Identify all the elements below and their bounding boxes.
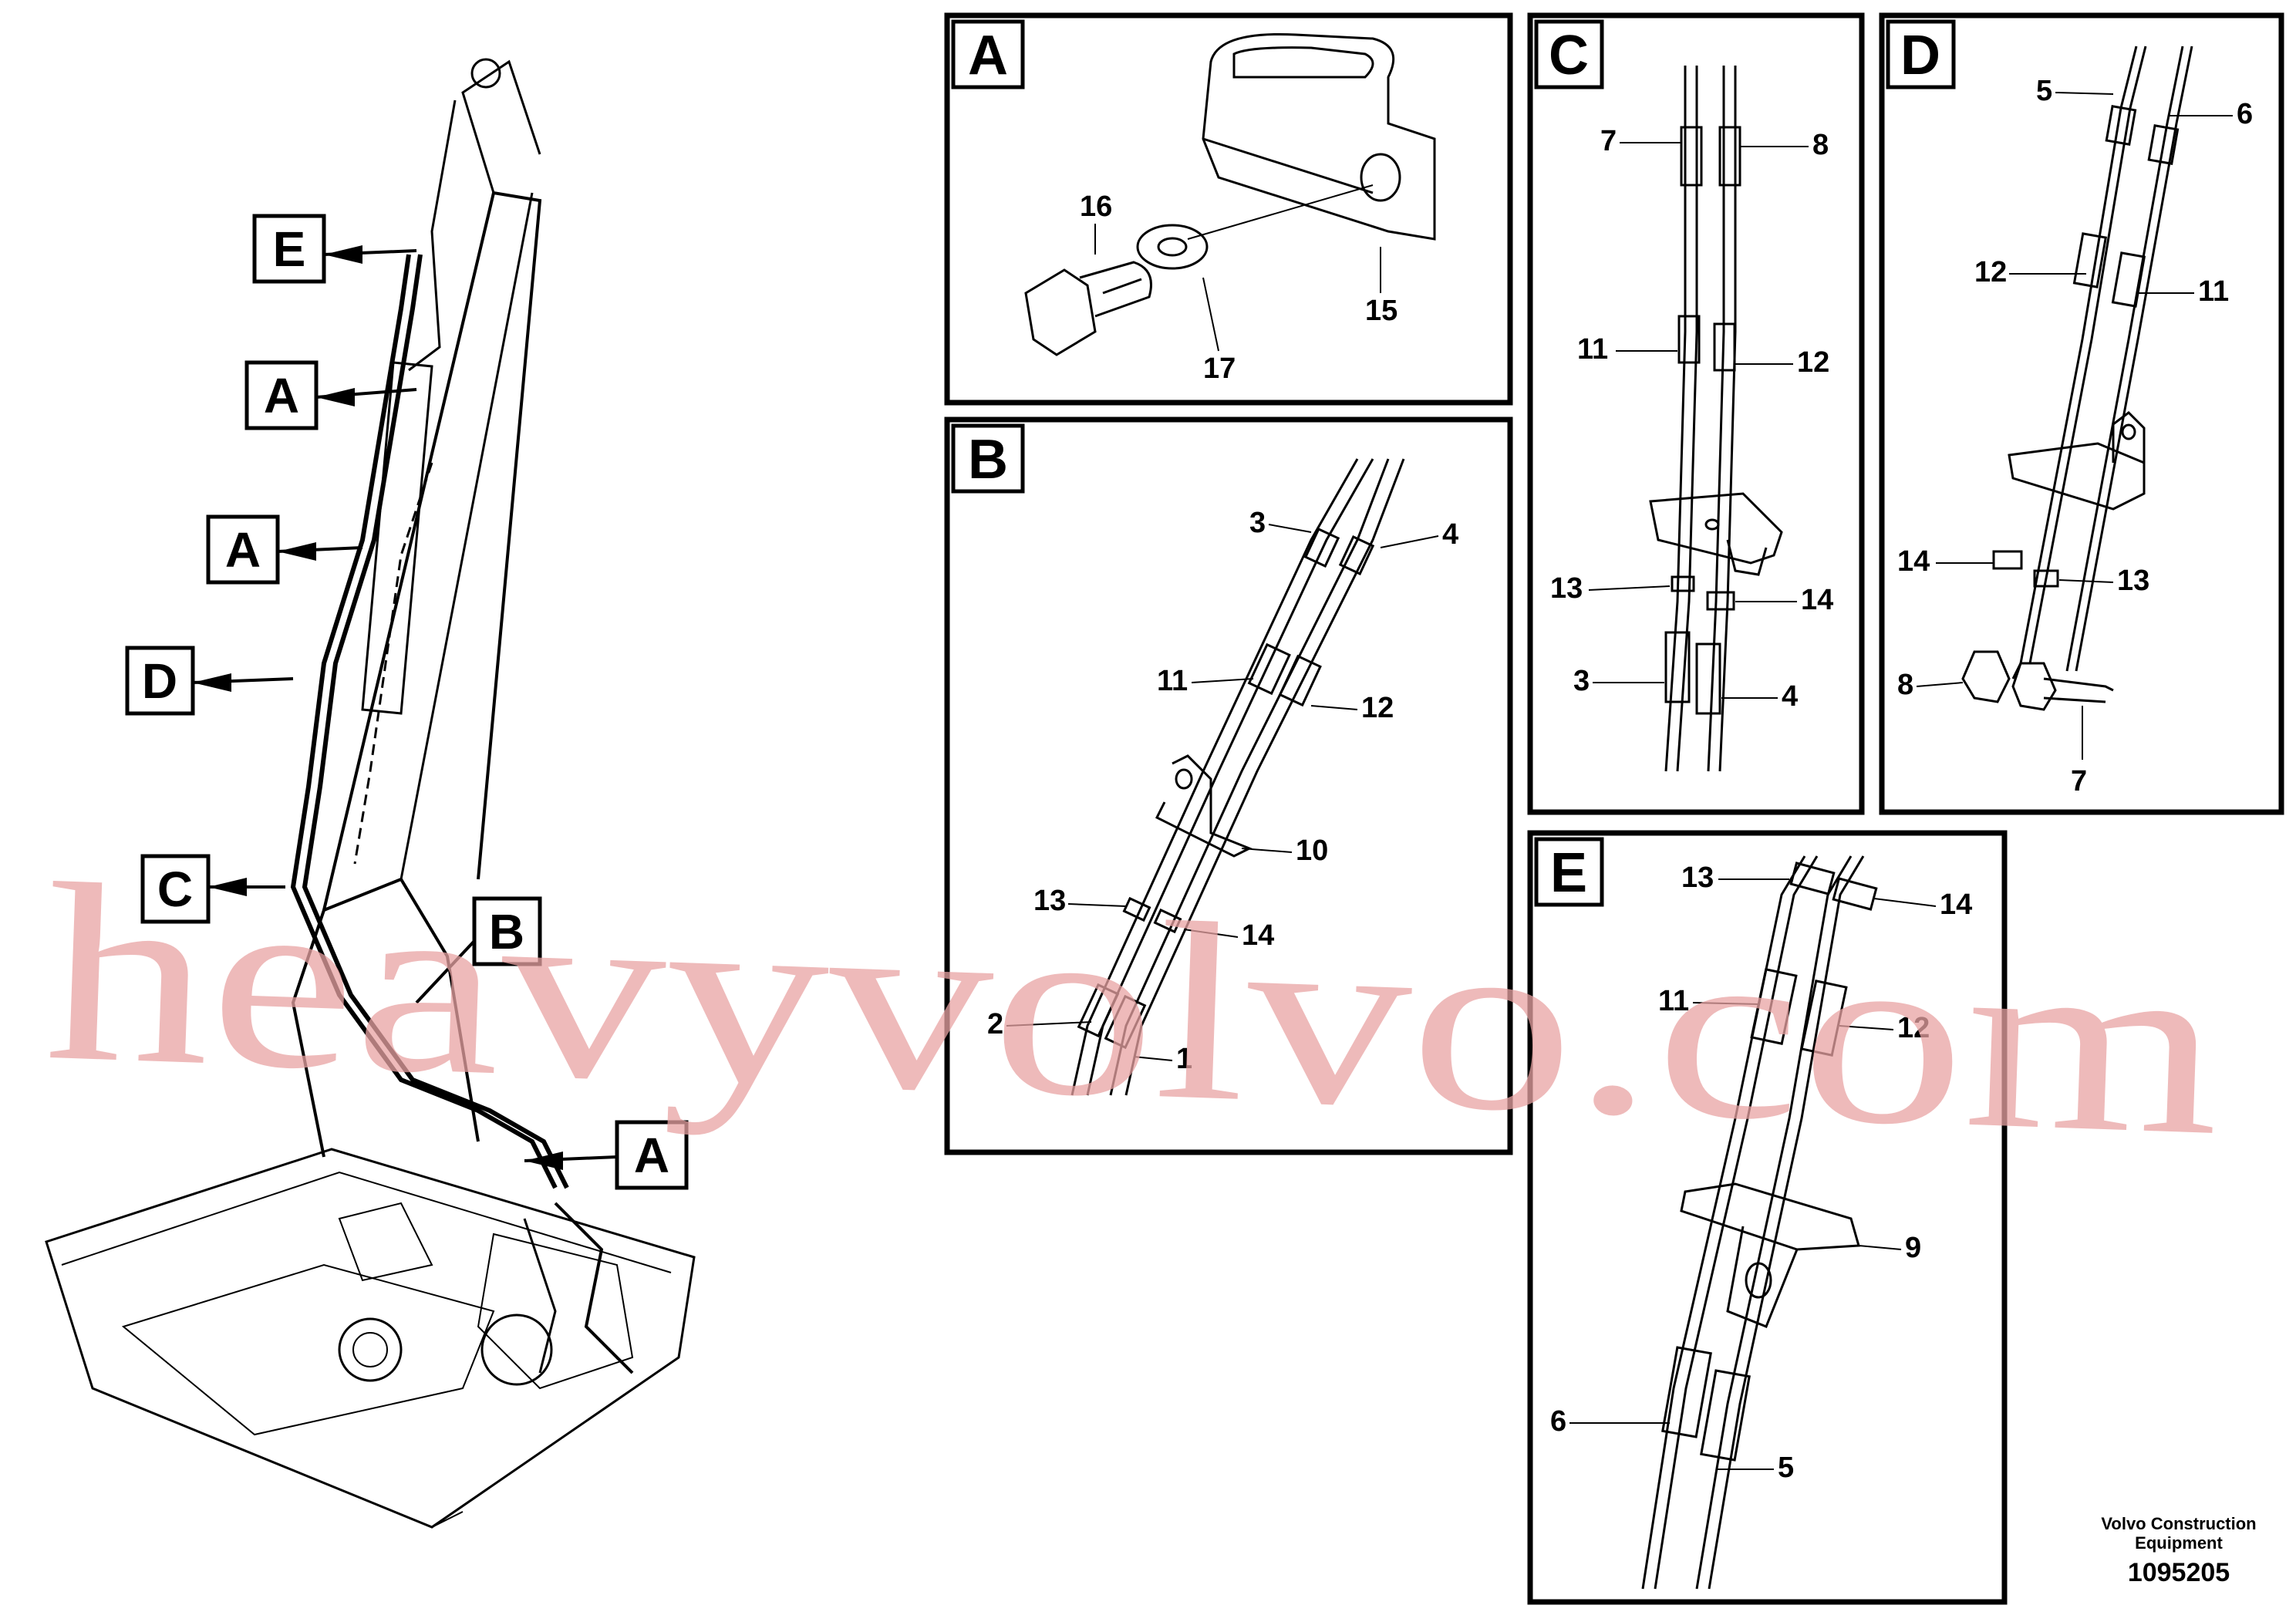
svg-text:Volvo Construction: Volvo Construction xyxy=(2101,1514,2256,1533)
boom-structure xyxy=(291,877,480,1158)
callout-A-2[interactable]: A xyxy=(206,514,363,585)
bracket-10 xyxy=(1155,754,1253,858)
hose-B-2 xyxy=(1109,458,1390,1096)
elbow-fitting xyxy=(1961,650,2011,703)
hose-E-1 xyxy=(1641,855,1806,1590)
svg-text:13: 13 xyxy=(1681,862,1714,894)
svg-text:B: B xyxy=(489,904,524,959)
svg-text:6: 6 xyxy=(1550,1405,1566,1438)
svg-text:10: 10 xyxy=(1296,835,1328,867)
svg-text:14: 14 xyxy=(1897,545,1930,578)
hose-C-1 xyxy=(1664,66,1687,772)
svg-text:A: A xyxy=(264,368,299,423)
svg-text:12: 12 xyxy=(1897,1012,1930,1044)
arm-cylinder xyxy=(361,361,433,715)
svg-text:5: 5 xyxy=(1778,1452,1794,1484)
detail-panel-C: C 7 8 11 12 13 14 3 4 xyxy=(1527,12,1865,815)
svg-text:7: 7 xyxy=(2071,765,2087,798)
detail-panel-D: D 5 6 12 11 14 13 8 7 xyxy=(1879,12,2284,815)
svg-text:E: E xyxy=(1550,842,1587,904)
svg-text:A: A xyxy=(968,25,1008,86)
svg-text:9: 9 xyxy=(1905,1232,1921,1264)
svg-text:12: 12 xyxy=(1361,692,1394,724)
callout-C[interactable]: C xyxy=(140,854,285,924)
callout-A-1[interactable]: A xyxy=(244,360,417,430)
svg-text:14: 14 xyxy=(1801,584,1833,616)
drawing-number: 1095205 xyxy=(2128,1558,2230,1587)
bracket-D xyxy=(2008,442,2146,511)
svg-text:B: B xyxy=(968,429,1008,491)
svg-text:Equipment: Equipment xyxy=(2135,1533,2223,1553)
washer-part xyxy=(1136,224,1209,270)
svg-text:15: 15 xyxy=(1365,295,1397,327)
detail-panel-E: E 13 14 11 12 9 6 5 xyxy=(1527,830,2008,1605)
svg-text:E: E xyxy=(273,221,306,277)
excavator-overview-drawing xyxy=(45,58,696,1529)
footer: Volvo Construction Equipment 1095205 xyxy=(2101,1514,2256,1587)
svg-text:D: D xyxy=(142,653,177,709)
svg-text:14: 14 xyxy=(1242,919,1274,952)
svg-text:D: D xyxy=(1900,25,1940,86)
bolt-part xyxy=(1024,268,1097,356)
clamp-part xyxy=(1202,32,1436,241)
svg-text:14: 14 xyxy=(1940,889,1972,921)
svg-text:13: 13 xyxy=(2117,565,2149,597)
svg-text:11: 11 xyxy=(2198,275,2229,308)
svg-text:3: 3 xyxy=(1249,507,1266,539)
svg-text:A: A xyxy=(634,1128,669,1183)
callout-B[interactable]: B xyxy=(415,896,542,1004)
hose-routing xyxy=(290,254,558,1189)
callout-A-3[interactable]: A xyxy=(524,1120,689,1190)
bracket-C xyxy=(1649,492,1783,565)
callout-E[interactable]: E xyxy=(252,214,417,284)
hose-E-2 xyxy=(1695,855,1853,1590)
svg-text:C: C xyxy=(1549,25,1589,86)
svg-text:2: 2 xyxy=(987,1008,1003,1040)
svg-text:17: 17 xyxy=(1203,352,1236,385)
svg-text:3: 3 xyxy=(1573,665,1590,697)
svg-text:6: 6 xyxy=(2237,98,2253,130)
svg-text:12: 12 xyxy=(1797,346,1829,379)
svg-text:11: 11 xyxy=(1577,333,1608,366)
hose-C-2 xyxy=(1707,66,1725,772)
svg-text:1: 1 xyxy=(1176,1043,1192,1075)
callout-D[interactable]: D xyxy=(125,646,294,716)
svg-text:11: 11 xyxy=(1658,985,1689,1017)
svg-text:12: 12 xyxy=(1974,256,2007,288)
detail-panel-A: A 16 15 17 xyxy=(944,12,1513,406)
detail-panel-B: B 3 4 11 12 10 13 14 2 1 xyxy=(944,416,1513,1155)
svg-text:4: 4 xyxy=(1782,680,1798,713)
svg-text:C: C xyxy=(157,862,193,917)
svg-text:13: 13 xyxy=(1033,885,1066,917)
svg-text:16: 16 xyxy=(1080,191,1112,223)
svg-text:A: A xyxy=(225,522,261,578)
svg-text:11: 11 xyxy=(1157,665,1188,697)
svg-text:8: 8 xyxy=(1812,129,1829,161)
svg-text:13: 13 xyxy=(1550,572,1583,605)
svg-text:7: 7 xyxy=(1600,125,1617,157)
svg-text:8: 8 xyxy=(1897,669,1913,701)
svg-text:4: 4 xyxy=(1442,518,1458,551)
svg-text:5: 5 xyxy=(2036,75,2052,107)
